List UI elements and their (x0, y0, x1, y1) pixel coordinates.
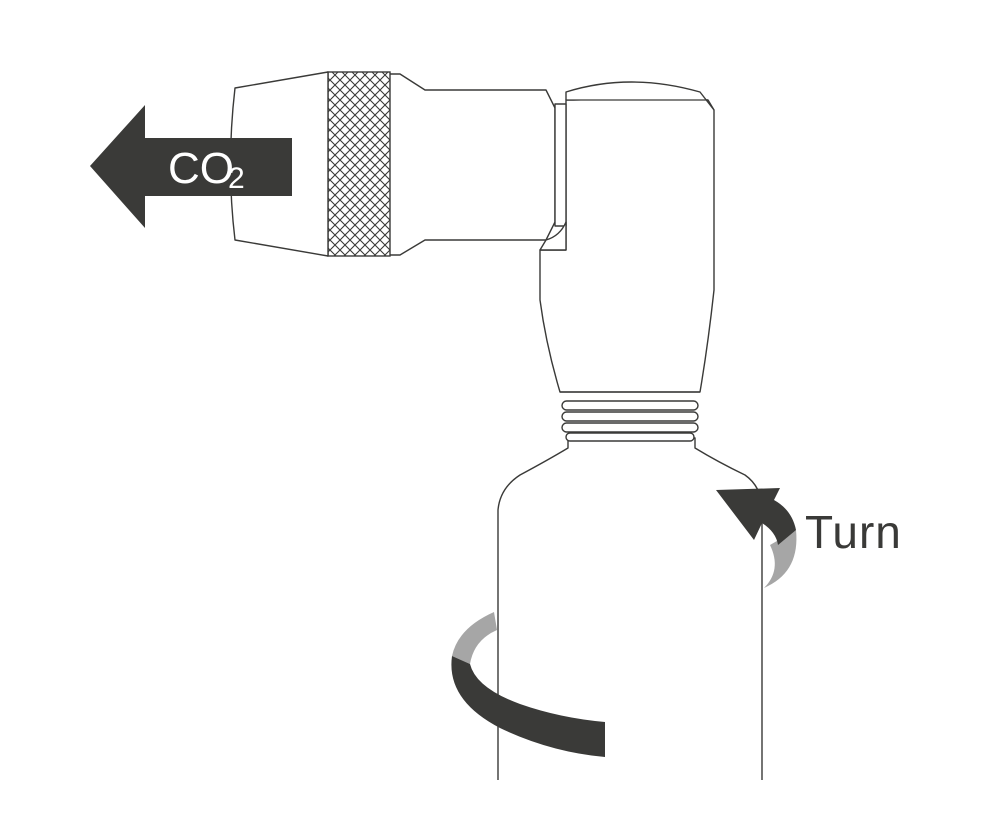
co2-label: CO (168, 144, 234, 193)
arrow-left-icon (90, 105, 292, 228)
valve-elbow (539, 221, 567, 251)
housing-cap (565, 81, 715, 111)
co2-subscript: 2 (228, 162, 245, 195)
valve-shaft (387, 73, 556, 256)
turn-label: Turn (805, 506, 902, 558)
cartridge-threads (561, 400, 699, 442)
rotate-arrow-icon (716, 488, 797, 588)
valve-collar (554, 103, 567, 227)
rotate-arrow-large-icon (451, 612, 605, 757)
inflator-housing (539, 99, 715, 393)
knurled-ring (327, 71, 391, 257)
